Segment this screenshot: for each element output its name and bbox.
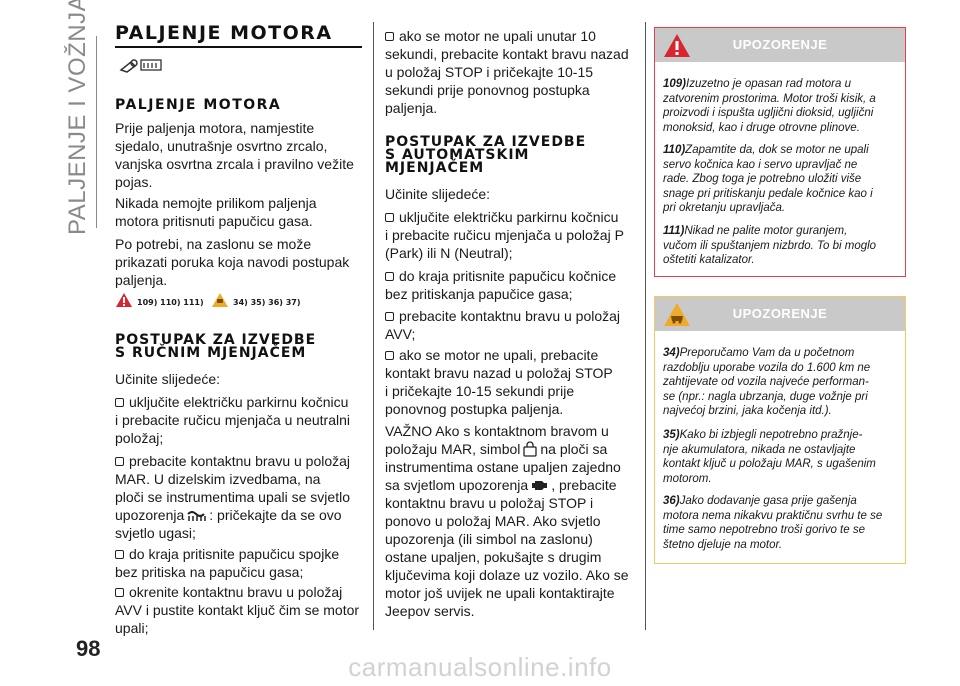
manual-step-2: prebacite kontaktnu bravu u položaj MAR.… [115,453,351,541]
glow-plug-icon [187,511,207,521]
checkbox-bullet-icon [385,32,394,41]
manual-intro: Učinite slijedeće: [115,371,221,387]
amber-warning-icon [664,303,690,326]
warning-item-35: 35)Kako bi izbjegli nepotrebno pražnje- … [663,429,876,485]
display-paragraph: Po potrebi, na zaslonu se može prikazati… [115,236,350,288]
column-divider-left [373,22,374,630]
warning-box-critical: UPOZORENJE 109)Izuzetno je opasan rad mo… [654,27,906,277]
warning-item-34: 34)Preporučamo Vam da u početnom razdobl… [663,347,871,417]
checkbox-bullet-icon [385,213,394,222]
red-warning-icon [116,293,132,307]
checkbox-bullet-icon [385,351,394,360]
manual-step-5: ako se motor ne upali unutar 10 sekundi,… [385,28,629,116]
immobilizer-icon [523,441,538,457]
manual-step-1: uključite električku parkirnu kočnicu i … [115,394,351,446]
important-note: VAŽNO Ako s kontaktnom bravom u položaju… [385,423,629,619]
engine-check-icon [532,481,548,490]
warning-header: UPOZORENJE [655,297,905,331]
manual-step-4: okrenite kontaktnu bravu u položaj AVV i… [115,584,360,636]
checkbox-bullet-icon [115,398,124,407]
checkbox-bullet-icon [115,457,124,466]
warning-item-111: 111)Nikad ne palite motor guranjem, vučo… [663,225,877,266]
intro-paragraph: Prije paljenja motora, namjestite sjedal… [115,120,354,190]
auto-step-2: do kraja pritisnite papučicu kočnice bez… [385,268,617,302]
key-ignition-icon [119,54,163,81]
red-warning-icon [664,34,690,57]
title-underline [115,46,362,48]
checkbox-bullet-icon [385,272,394,281]
checkbox-bullet-icon [385,312,394,321]
auto-step-1: uključite električku parkirnu kočnicu i … [385,209,624,261]
warning-title: UPOZORENJE [732,306,828,321]
warning-box-caution: UPOZORENJE 34)Preporučamo Vam da u počet… [654,296,906,564]
auto-step-4: ako se motor ne upali, prebacite kontakt… [385,347,613,417]
warning-item-36: 36)Jako dodavanje gasa prije gašenja mot… [663,495,883,551]
automatic-transmission-heading: POSTUPAK ZA IZVEDBE S AUTOMATSKIM MJENJA… [385,134,587,176]
page-title: PALJENJE MOTORA [115,22,333,44]
warning-references: 109) 110) 111) 34) 35) 36) 37) [115,292,367,312]
warning-header: UPOZORENJE [655,28,905,62]
side-divider [96,36,97,228]
column-divider-right [645,22,646,630]
manual-step-3: do kraja pritisnite papučicu spojke bez … [115,546,340,580]
warning-item-109: 109)Izuzetno je opasan rad motora u zatv… [663,78,876,134]
throttle-paragraph: Nikada nemojte prilikom paljenja motora … [115,195,317,229]
auto-step-3: prebacite kontaktnu bravu u položaj AVV; [385,308,621,342]
sub-heading: PALJENJE MOTORA [115,97,282,113]
warning-title: UPOZORENJE [732,37,828,52]
section-side-title: PALJENJE I VOŽNJA [64,0,91,235]
warning-item-110: 110)Zapamtite da, dok se motor ne upali … [663,144,873,214]
manual-transmission-heading: POSTUPAK ZA IZVEDBE S RUČNIM MJENJAČEM [115,332,317,361]
amber-warning-refs: 34) 35) 36) 37) [233,298,301,307]
page-number: 98 [76,636,101,661]
watermark: carmanualsonline.info [348,652,612,682]
automatic-intro: Učinite slijedeće: [385,186,491,202]
amber-warning-icon [212,293,228,307]
checkbox-bullet-icon [115,588,124,597]
checkbox-bullet-icon [115,550,124,559]
red-warning-refs: 109) 110) 111) [137,298,204,307]
